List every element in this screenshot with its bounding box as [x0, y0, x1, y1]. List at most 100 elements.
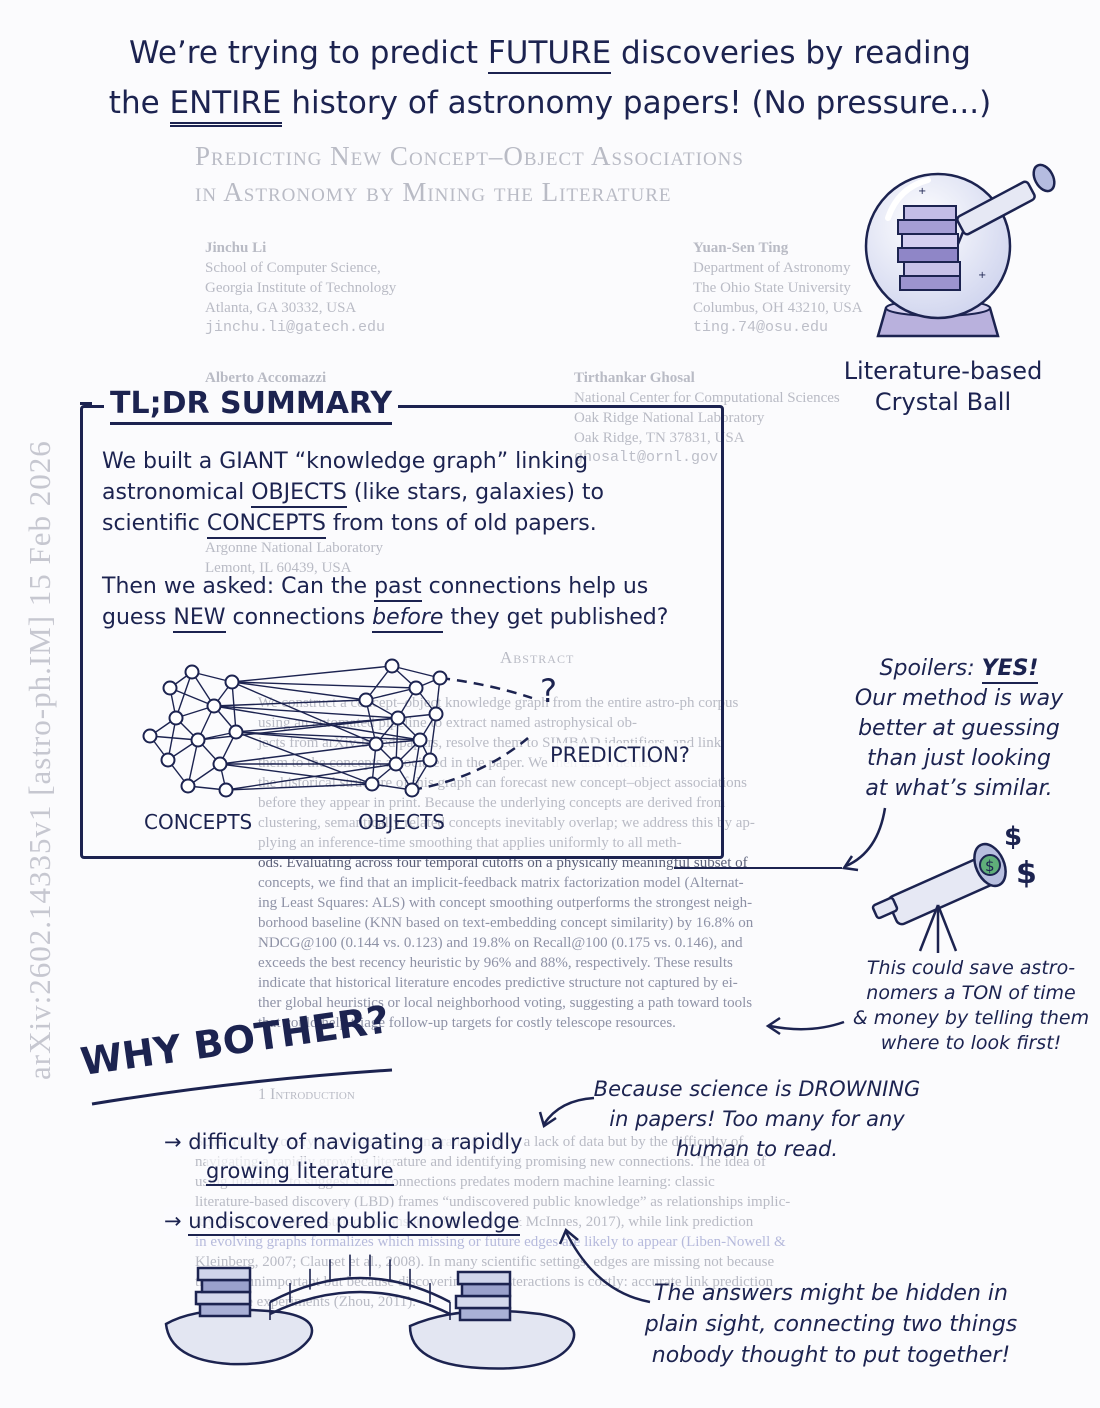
author-affil: Oak Ridge, TN 37831, USA	[574, 430, 745, 446]
author-affil: Georgia Institute of Technology	[205, 280, 397, 296]
why-bullet-text: undiscovered public knowledge	[188, 1209, 520, 1236]
savings-line: nomers a TON of time	[866, 982, 1076, 1004]
graph-node	[428, 706, 444, 722]
graph-edge	[169, 687, 215, 707]
tldr-text: they get published?	[443, 605, 669, 630]
graph-edge	[231, 665, 393, 683]
graph-node	[364, 776, 380, 792]
tldr-emphasis: past	[374, 574, 422, 602]
graph-node	[184, 664, 200, 680]
author-affil: Department of Astronomy	[693, 260, 851, 276]
tldr-line: We built a GIANT “knowledge graph” linki…	[102, 449, 589, 474]
graph-label-objects: OBJECTS	[358, 810, 445, 834]
graph-node	[408, 680, 424, 696]
graph-node	[412, 732, 428, 748]
graph-node	[422, 752, 438, 768]
dollar-sign-icon: $	[1016, 856, 1037, 891]
savings-note: This could save astro- nomers a TON of t…	[846, 956, 1096, 1056]
headline-text: We’re trying to predict	[129, 35, 488, 71]
spoilers-line: Our method is way	[854, 686, 1064, 711]
author-name: Jinchu Li	[205, 240, 267, 256]
paper-title-line2: in Astronomy by Mining the Literature	[195, 177, 672, 207]
intro-line: in evolving graphs formalizes which miss…	[195, 1234, 786, 1250]
answers-line: The answers might be hidden in	[654, 1281, 1008, 1306]
headline: We’re trying to predict FUTURE discoveri…	[0, 28, 1100, 128]
paper-title-line1: Predicting New Concept–Object Associatio…	[195, 141, 744, 171]
graph-edge	[219, 743, 377, 765]
graph-node	[160, 752, 176, 768]
spoilers-emphasis: YES!	[981, 656, 1039, 684]
tldr-text: connections	[225, 605, 373, 630]
drowning-line: human to read.	[675, 1137, 839, 1161]
spoilers-line: better at guessing	[858, 716, 1060, 741]
author-block-3: Alberto Accomazzi	[205, 368, 326, 388]
author-affil: The Ohio State University	[693, 280, 851, 296]
intro-line: literature-based discovery (LBD) frames …	[195, 1194, 791, 1210]
abstract-line: using an automated pipeline to extract n…	[258, 715, 638, 731]
author-email: jinchu.li@gatech.edu	[205, 319, 386, 336]
graph-edge	[175, 671, 193, 719]
abstract-line: ther global heuristics or local neighbor…	[258, 995, 753, 1011]
graph-edge	[411, 739, 421, 791]
crystal-ball-label-line: Literature-based	[843, 357, 1043, 385]
tldr-text: from tons of old papers.	[325, 511, 597, 536]
abstract-line: concepts, we find that an implicit-feedb…	[258, 875, 744, 891]
author-affil: Atlanta, GA 30332, USA	[205, 300, 357, 316]
abstract-line: NDCG@100 (0.144 vs. 0.123) and 19.8% on …	[258, 935, 743, 951]
graph-node	[142, 728, 158, 744]
crystal-ball-label: Literature-based Crystal Ball	[836, 356, 1050, 418]
crystal-ball-label-line: Crystal Ball	[874, 388, 1012, 416]
author-affil: National Center for Computational Scienc…	[574, 390, 840, 406]
graph-edge	[231, 681, 377, 745]
spoilers-text: Spoilers:	[879, 656, 982, 681]
savings-line: & money by telling them	[852, 1007, 1090, 1029]
author-name: Alberto Accomazzi	[205, 370, 327, 386]
graph-edge	[395, 717, 399, 765]
author-name: Yuan-Sen Ting	[693, 240, 789, 256]
arxiv-stamp: arXiv:2602.14335v1 [astro-ph.IM] 15 Feb …	[22, 440, 57, 1080]
tldr-paragraph-1: We built a GIANT “knowledge graph” linki…	[102, 446, 702, 539]
author-block-3-affil: Argonne National Laboratory Lemont, IL 6…	[205, 538, 383, 578]
tldr-text: Then we asked: Can the	[102, 574, 375, 599]
intro-line: Kleinberg, 2007; Clauset et al., 2008). …	[195, 1254, 775, 1270]
why-bullet-1: → difficulty of navigating a rapidly	[164, 1128, 523, 1156]
abstract-line: exceeds the best recency heuristic by 96…	[258, 955, 733, 971]
spoilers-note: Spoilers: YES! Our method is way better …	[846, 654, 1072, 804]
knowledge-graph-illustration	[142, 658, 533, 798]
abstract-line: borhood baseline (KNN based on text-embe…	[258, 915, 754, 931]
graph-node	[168, 710, 184, 726]
graph-edge	[149, 735, 199, 741]
graph-label-concepts: CONCEPTS	[144, 810, 253, 834]
bullet-arrow-icon: →	[164, 1209, 182, 1233]
bullet-arrow-icon: →	[164, 1130, 182, 1154]
author-block-4: Tirthankar Ghosal National Center for Co…	[574, 368, 874, 468]
tldr-text: scientific	[102, 511, 207, 536]
graph-edge	[429, 713, 437, 761]
abstract-heading: Abstract	[500, 648, 575, 667]
why-bother-underline	[91, 1068, 393, 1106]
tldr-text: astronomical	[102, 480, 252, 505]
headline-text: history of astronomy papers! (No pressur…	[281, 85, 992, 121]
author-block-1: Jinchu Li School of Computer Science, Ge…	[205, 238, 396, 338]
abstract-line: plying an inference-time smoothing that …	[258, 835, 682, 851]
graph-edge	[213, 705, 421, 741]
abstract-line: the historical structure of this graph c…	[258, 775, 747, 791]
graph-edge	[235, 731, 421, 741]
spoilers-line: than just looking	[867, 746, 1051, 771]
graph-node	[190, 732, 206, 748]
graph-node	[368, 736, 384, 752]
tldr-line: scientific CONCEPTS from tons of old pap…	[102, 508, 702, 539]
tldr-title: TL;DR SUMMARY	[104, 386, 399, 425]
graph-node	[180, 778, 196, 794]
author-email: ghosalt@ornl.gov	[574, 449, 719, 466]
abstract-line: that could help triage follow-up targets…	[258, 1015, 676, 1031]
author-name: Tirthankar Ghosal	[574, 370, 695, 386]
graph-edge	[219, 763, 373, 785]
tldr-text: (like stars, galaxies) to	[346, 480, 604, 505]
drowning-arrow-icon	[538, 1096, 595, 1128]
svg-text:+: +	[978, 270, 986, 281]
graph-node	[384, 658, 400, 674]
abstract-line: ing Least Squares: ALS) with concept smo…	[258, 895, 753, 911]
graph-edge	[391, 665, 441, 679]
spoilers-line: at what’s similar.	[865, 776, 1053, 801]
